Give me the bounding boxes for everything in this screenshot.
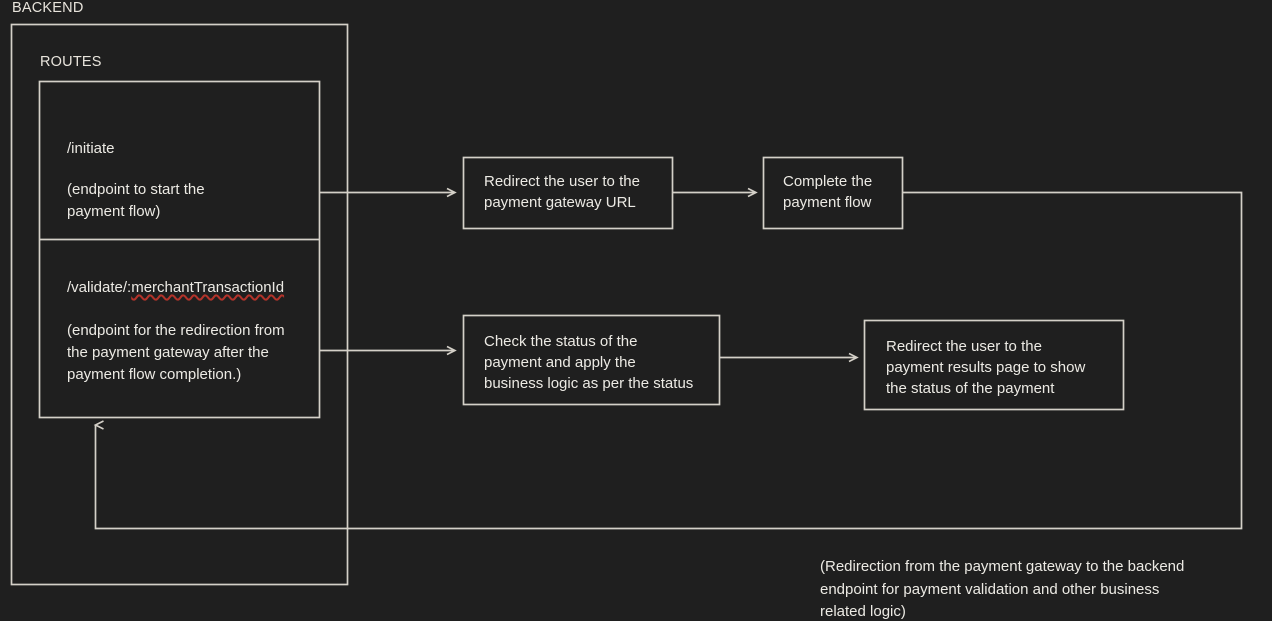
step-label-check-status-line2: payment and apply the bbox=[484, 354, 636, 371]
route-path-initiate: /initiate bbox=[67, 140, 115, 157]
step-label-redirect-to-gateway: Redirect the user to the payment gateway… bbox=[484, 171, 664, 213]
step-label-redirect-to-results-line1: Redirect the user to the bbox=[886, 338, 1042, 355]
route-description-validate: (endpoint for the redirection from the p… bbox=[67, 320, 285, 386]
step-label-redirect-to-gateway-line2: payment gateway URL bbox=[484, 194, 636, 211]
node-check-status[interactable] bbox=[463, 315, 720, 405]
route-description-initiate-line2: payment flow) bbox=[67, 203, 161, 220]
return-path-caption: (Redirection from the payment gateway to… bbox=[820, 556, 1230, 621]
return-path-caption-line3: related logic) bbox=[820, 603, 906, 620]
step-label-check-status-line1: Check the status of the bbox=[484, 333, 638, 350]
node-redirect-to-gateway[interactable] bbox=[463, 157, 673, 229]
step-label-redirect-to-results-line3: the status of the payment bbox=[886, 380, 1055, 397]
step-label-redirect-to-results: Redirect the user to the payment results… bbox=[886, 336, 1124, 399]
return-path-caption-line1: (Redirection from the payment gateway to… bbox=[820, 558, 1185, 575]
backend-container-label: BACKEND bbox=[12, 0, 84, 16]
step-label-complete-payment-flow-line1: Complete the bbox=[783, 173, 873, 190]
route-description-initiate: (endpoint to start the payment flow) bbox=[67, 179, 205, 223]
route-path-validate-prefix: /validate/: bbox=[67, 279, 132, 296]
route-description-validate-line3: payment flow completion.) bbox=[67, 366, 242, 383]
node-redirect-to-results[interactable] bbox=[864, 320, 1124, 410]
route-cell-initiate[interactable] bbox=[39, 81, 320, 239]
step-label-redirect-to-gateway-line1: Redirect the user to the bbox=[484, 173, 640, 190]
route-description-initiate-line1: (endpoint to start the bbox=[67, 181, 205, 198]
node-complete-payment-flow[interactable] bbox=[763, 157, 903, 229]
step-label-check-status: Check the status of the payment and appl… bbox=[484, 331, 716, 394]
routes-container-label: ROUTES bbox=[40, 54, 102, 70]
return-path-caption-line2: endpoint for payment validation and othe… bbox=[820, 580, 1160, 598]
step-label-complete-payment-flow-line2: payment flow bbox=[783, 194, 872, 211]
route-path-validate-param: merchantTransactionId bbox=[131, 279, 285, 296]
step-label-redirect-to-results-line2: payment results page to show bbox=[886, 359, 1086, 376]
route-cell-validate[interactable] bbox=[39, 240, 320, 417]
route-description-validate-line2: the payment gateway after the bbox=[67, 344, 269, 361]
route-description-validate-line1: (endpoint for the redirection from bbox=[67, 322, 285, 339]
step-label-check-status-line3: business logic as per the status bbox=[484, 375, 694, 392]
route-path-validate: /validate/:merchantTransactionId bbox=[67, 277, 284, 299]
step-label-complete-payment-flow: Complete the payment flow bbox=[783, 171, 903, 213]
